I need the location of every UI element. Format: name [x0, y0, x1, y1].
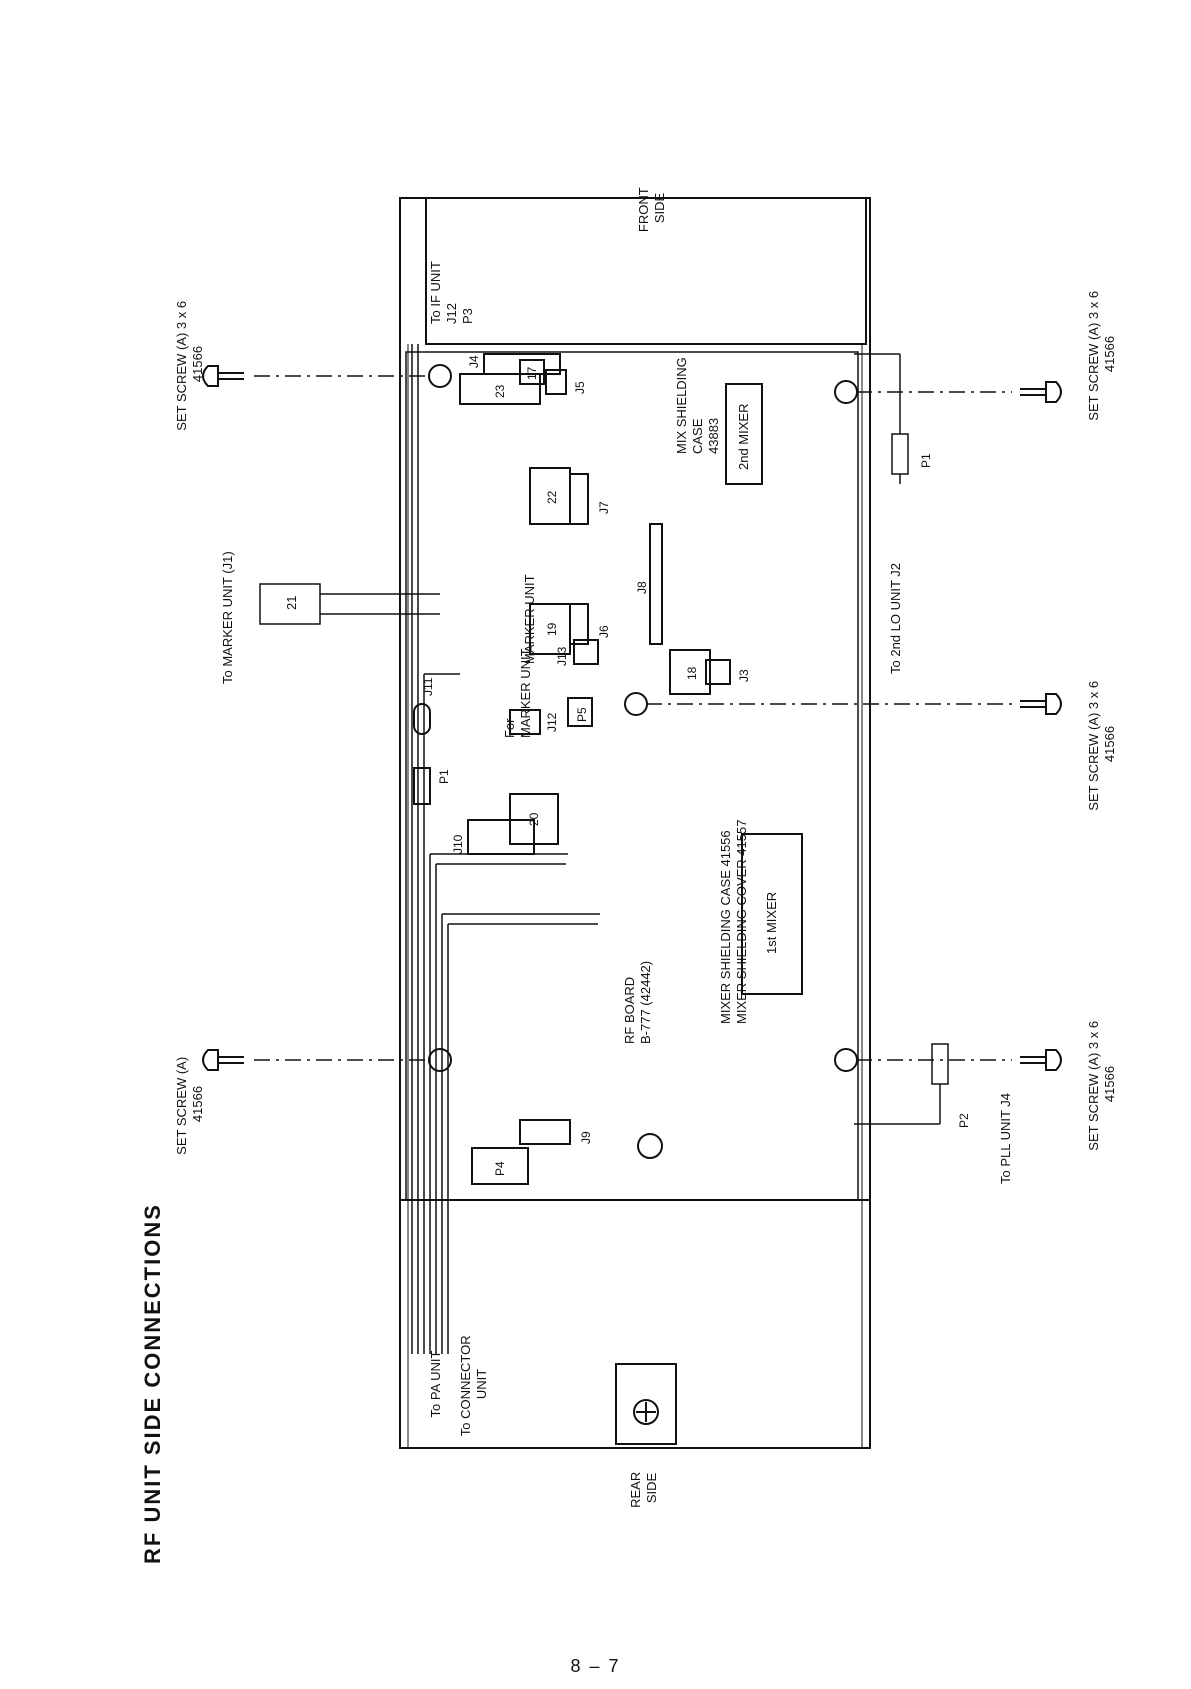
diagram-title: RF UNIT SIDE CONNECTIONS: [140, 1203, 165, 1564]
screw-icon: [1020, 381, 1062, 403]
connector-j13: [573, 639, 599, 665]
connector-j5: [545, 369, 567, 395]
marker-harness: [259, 583, 440, 625]
rf-board-label: RF BOARD B-777 (42442): [622, 961, 653, 1044]
mixer-2nd-label: 2nd MIXER: [736, 404, 751, 470]
screw-icon: [202, 365, 244, 387]
j6-label: J6: [597, 625, 611, 638]
connector-21-label: 21: [284, 596, 299, 610]
for-marker-unit-label: For MARKER UNIT: [502, 648, 533, 738]
j13-label: J13: [555, 646, 569, 666]
page-number: 8 – 7: [570, 1656, 621, 1676]
p2-label: P2: [957, 1113, 971, 1128]
mount-hole-top-left: [428, 1048, 452, 1072]
mixer-shielding-label: MIXER SHIELDING CASE 41556 MIXER SHIELDI…: [718, 820, 749, 1024]
front-panel: [425, 197, 867, 345]
marker-unit-label: MARKER UNIT: [522, 574, 537, 664]
connector-20-label: 20: [527, 812, 541, 826]
to-2nd-lo-unit-label: To 2nd LO UNIT J2: [888, 563, 903, 674]
connector-j7: [569, 473, 589, 525]
p4-label: P4: [493, 1161, 507, 1176]
p1-bottom-label: P1: [919, 453, 933, 468]
connector-j8: [649, 523, 663, 645]
j5-label: J5: [573, 381, 587, 394]
rear-hole: [637, 1133, 663, 1159]
p1-bottom-plug: [891, 433, 909, 475]
screw-label-bottom-left: SET SCREW (A) 41566: [174, 1053, 205, 1155]
connector-17: [519, 359, 545, 385]
screw-icon: [202, 1049, 244, 1071]
connector-j6: [569, 603, 589, 645]
screw-label-bottom-right: SET SCREW (A) 3 x 6 41566: [1086, 1017, 1117, 1150]
connector-21: [259, 583, 321, 625]
connector-j10: [467, 819, 535, 855]
mount-hole-bottom-left: [834, 1048, 858, 1072]
connector-18: [669, 649, 711, 695]
connector-j3: [705, 659, 731, 685]
to-if-unit-label: To IF UNIT J12 P3: [428, 258, 475, 324]
j8-label: J8: [635, 581, 649, 594]
j10-label: J10: [451, 834, 465, 854]
rear-screw-head-icon: [633, 1399, 659, 1425]
front-side-label: FRONT SIDE: [636, 184, 667, 232]
to-marker-unit-label: To MARKER UNIT (J1): [220, 551, 235, 684]
mixer-1st-label: 1st MIXER: [764, 892, 779, 954]
connector-j12: [509, 709, 541, 735]
connector-18-label: 18: [685, 666, 699, 680]
rear-screw-plate: [615, 1363, 677, 1445]
p1-top-plug: [413, 767, 431, 805]
j3-label: J3: [737, 669, 751, 682]
connector-p5: [567, 697, 593, 727]
mixer-2nd-box: [725, 383, 763, 485]
rear-side-label: REAR SIDE: [628, 1468, 659, 1508]
to-connector-unit-label: To CONNECTOR UNIT: [458, 1332, 489, 1437]
connector-20: [509, 793, 559, 845]
connector-j4: [483, 353, 561, 375]
j9-label: J9: [579, 1131, 593, 1144]
bottom-coax: [854, 353, 949, 1125]
top-harness: [411, 344, 600, 1354]
screw-icon: [1020, 1049, 1062, 1071]
j12-label: J12: [545, 712, 559, 732]
to-pll-unit-label: To PLL UNIT J4: [998, 1093, 1013, 1184]
mount-hole-mid: [624, 692, 648, 716]
connector-22-label: 22: [545, 490, 559, 504]
j11-jack: [413, 703, 431, 735]
p1-top-label: P1: [437, 769, 451, 784]
screw-icon: [1020, 693, 1062, 715]
p5-label: P5: [575, 707, 589, 722]
mixer-1st-box: [741, 833, 803, 995]
connector-j9: [519, 1119, 571, 1145]
screw-label-mid-right: SET SCREW (A) 3 x 6 41566: [1086, 677, 1117, 810]
chassis-outline: [399, 197, 871, 1449]
connector-p4: [471, 1147, 529, 1185]
to-pa-unit-label: To PA UNIT: [428, 1350, 443, 1417]
j4-label: J4: [467, 355, 481, 368]
connector-23-label: 23: [493, 384, 507, 398]
rf-board-outline: [405, 351, 859, 1201]
mount-hole-bottom-right: [834, 380, 858, 404]
p2-plug: [931, 1043, 949, 1085]
mix-shielding-case-label: MIX SHIELDING CASE 43883: [674, 354, 721, 454]
j11-label: J11: [421, 677, 435, 696]
screw-label-top-right: SET SCREW (A) 3 x 6 41566: [1086, 287, 1117, 420]
screw-alignment-lines: [254, 375, 1012, 1061]
j7-label: J7: [597, 501, 611, 514]
mount-hole-top-right: [428, 364, 452, 388]
connector-19-label: 19: [545, 622, 559, 636]
connector-17-label: 17: [525, 366, 539, 380]
screw-label-top-left: SET SCREW (A) 3 x 6 41566: [174, 297, 205, 430]
connector-blocks: [459, 353, 803, 1185]
